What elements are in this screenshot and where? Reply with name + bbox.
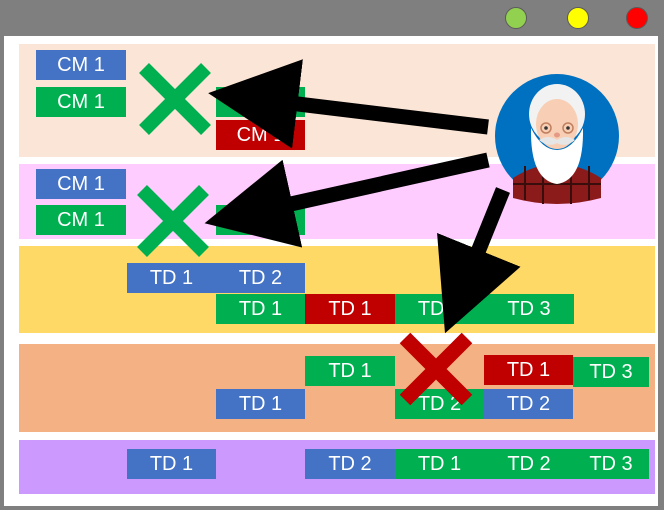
box-r2-cm1-b: CM 1 <box>36 205 126 235</box>
box-r4-td3: TD 3 <box>573 357 649 387</box>
box-r4-td1-b: TD 1 <box>216 389 305 419</box>
box-r3-td1-b: TD 1 <box>216 294 305 324</box>
box-r3-td2: TD 2 <box>216 263 305 293</box>
box-r5-td1-a: TD 1 <box>127 449 216 479</box>
window-maximize-button[interactable] <box>567 7 589 29</box>
santa-avatar-icon <box>495 74 619 204</box>
box-r3-td1-c: TD 1 <box>305 294 395 324</box>
green-x-mark-icon <box>139 63 211 135</box>
box-r4-td2-b: TD 2 <box>484 389 573 419</box>
arrow-icon <box>204 59 521 334</box>
title-bar <box>0 0 664 36</box>
window-minimize-button[interactable] <box>505 7 527 29</box>
window-close-button[interactable] <box>626 7 648 29</box>
box-r4-td1-c: TD 1 <box>484 355 573 385</box>
box-r5-td1-b: TD 1 <box>395 449 484 479</box>
box-r3-td1-a: TD 1 <box>127 263 216 293</box>
red-x-mark-icon <box>399 332 473 406</box>
box-r5-td3: TD 3 <box>573 449 649 479</box>
box-r1-cm1-b: CM 1 <box>36 87 126 117</box>
box-r5-td2-b: TD 2 <box>484 449 574 479</box>
box-r4-td1-a: TD 1 <box>305 356 395 386</box>
box-r1-cm1-a: CM 1 <box>36 50 126 80</box>
green-x-mark-icon <box>137 185 209 257</box>
box-r5-td2-a: TD 2 <box>305 449 395 479</box>
box-r2-cm1-a: CM 1 <box>36 169 126 199</box>
